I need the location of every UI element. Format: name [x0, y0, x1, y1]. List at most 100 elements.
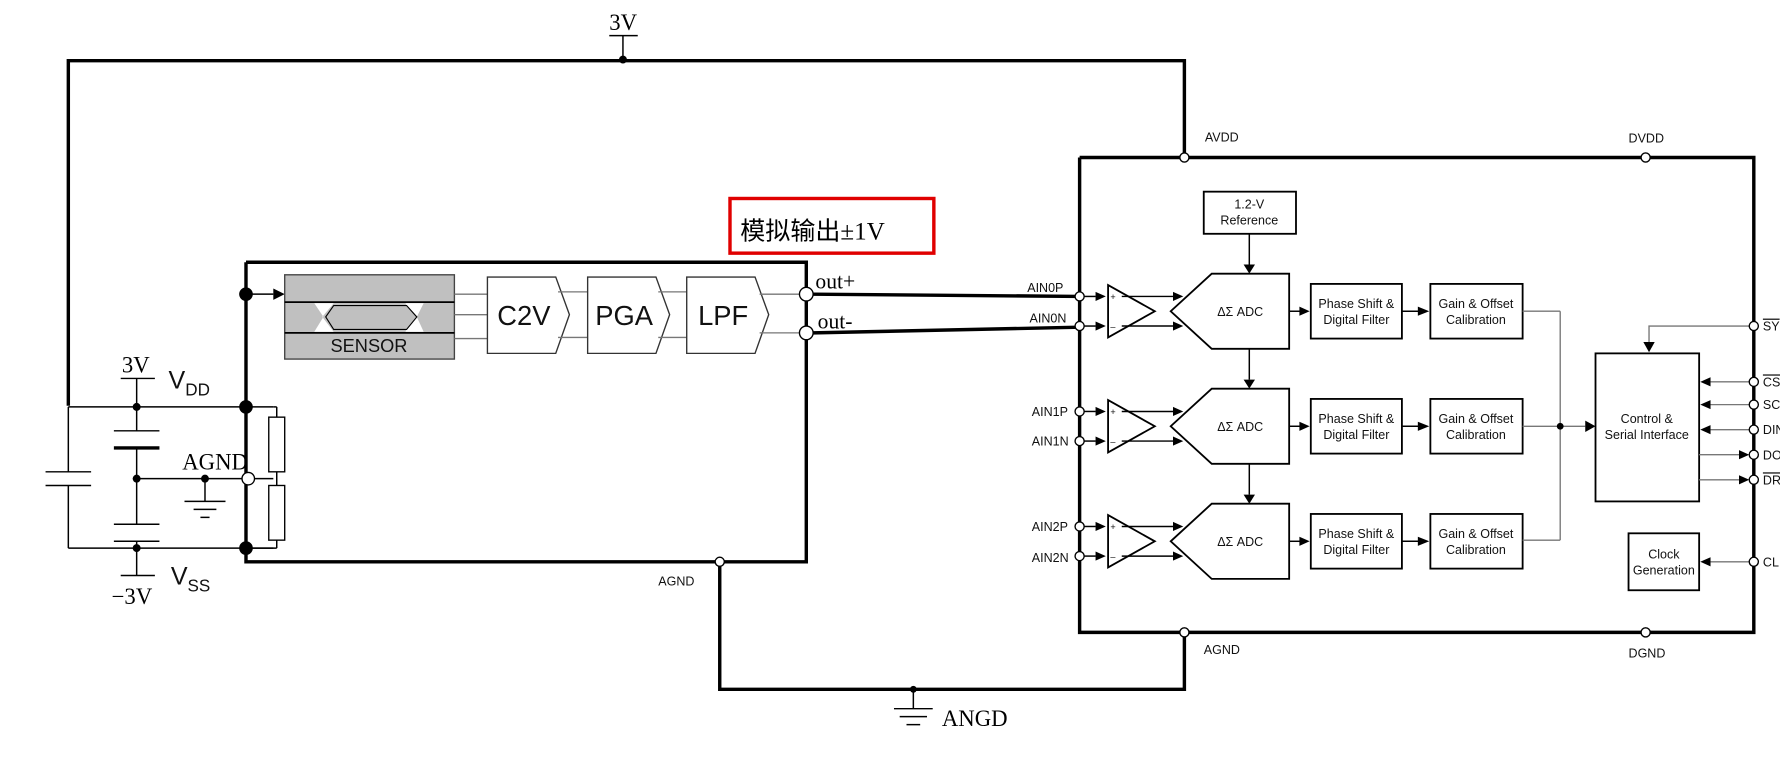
gain-offset-calibration-block [1429, 282, 1524, 340]
out-minus-pin [798, 325, 814, 341]
adc-label: ΔΣ ADC [1217, 535, 1263, 549]
pin-cs: CS [1700, 375, 1780, 389]
control-serial-interface-block: Control & Serial Interface [1594, 352, 1701, 503]
adc-label: ΔΣ ADC [1217, 420, 1263, 434]
pin-label: DIN [1763, 423, 1780, 437]
input-pin-n [1074, 320, 1085, 332]
out-plus-pin [798, 286, 814, 302]
svg-text:–: – [1110, 436, 1116, 446]
adc-channel-2: + – ΔΣ ADC Phase Shift & Digital Filter Gain … [1074, 502, 1524, 580]
input-amplifier [1107, 513, 1157, 570]
out-minus-label: out- [818, 309, 853, 333]
filter-line2: Digital Filter [1323, 313, 1389, 327]
calibration-line1: Gain & Offset [1438, 297, 1513, 311]
svg-text:–: – [1110, 321, 1116, 331]
pin-sc: SC [1700, 398, 1780, 412]
vdd-name-label: VDD [169, 367, 210, 400]
input-amplifier [1107, 283, 1157, 339]
reference-line2: Reference [1220, 214, 1278, 228]
out-plus-label: out+ [815, 269, 855, 293]
lpf-block: LPF [686, 276, 770, 355]
filter-line2: Digital Filter [1323, 543, 1389, 557]
filter-line2: Digital Filter [1323, 428, 1389, 442]
analog-output-text: 模拟输出±1V [740, 217, 885, 245]
ain2n-label: AIN2N [1032, 551, 1069, 565]
pin-label: CS [1763, 375, 1780, 389]
adc-chip: AVDD DVDD AGND DGND 1.2-V Reference AIN0… [1027, 131, 1780, 661]
pin-circle [1748, 474, 1760, 486]
top-3v-label: 3V [609, 10, 637, 35]
pin-label: SC [1763, 398, 1780, 412]
delta-sigma-adc [1169, 502, 1291, 580]
pin-label: SY [1763, 320, 1780, 334]
filter-line1: Phase Shift & [1318, 297, 1394, 311]
ground-loop: ANGD [718, 566, 1187, 731]
ain1n-label: AIN1N [1032, 435, 1069, 449]
filter-line1: Phase Shift & [1318, 527, 1394, 541]
pin-circle [1748, 556, 1760, 568]
pin-circle [1748, 399, 1760, 410]
top-3v-rail: 3V [66, 10, 1187, 406]
input-pin-n [1074, 435, 1085, 447]
control-line2: Serial Interface [1605, 428, 1689, 442]
sensor-module: SENSOR C2V PGA LPF out+ out- [239, 260, 855, 589]
c2v-label: C2V [497, 300, 551, 331]
input-pin-n [1074, 550, 1085, 562]
sensor-element: SENSOR [284, 274, 456, 360]
pga-block: PGA [586, 276, 671, 355]
calibration-line2: Calibration [1446, 543, 1506, 557]
pin-cl: CL [1700, 555, 1779, 569]
resistor-bottom [268, 484, 286, 541]
vdd-voltage-label: 3V [122, 353, 150, 378]
vss-name-label: VSS [171, 563, 211, 596]
ain0p-label: AIN0P [1027, 281, 1063, 295]
svg-text:+: + [1110, 522, 1115, 532]
filter-line1: Phase Shift & [1318, 412, 1394, 426]
lpf-label: LPF [698, 300, 748, 331]
avdd-label: AVDD [1205, 131, 1239, 145]
power-supply-network: 3V VDD AGND −3V VSS [45, 353, 286, 609]
calibration-line2: Calibration [1446, 313, 1506, 327]
input-pin-p [1074, 521, 1085, 532]
control-line1: Control & [1621, 412, 1674, 426]
dvdd-label: DVDD [1629, 132, 1664, 146]
pin-dr: DR [1699, 473, 1780, 487]
phase-shift-digital-filter-block [1309, 513, 1403, 570]
c2v-block: C2V [486, 276, 571, 355]
calibration-line2: Calibration [1446, 428, 1506, 442]
pin-do: DO [1699, 448, 1780, 462]
dgnd-label: DGND [1629, 646, 1666, 660]
pin-din: DIN [1700, 423, 1780, 437]
ain0n-label: AIN0N [1030, 312, 1067, 326]
phase-shift-digital-filter-block [1309, 398, 1403, 455]
svg-text:–: – [1110, 552, 1116, 562]
angd-label: ANGD [942, 706, 1008, 731]
input-amplifier [1107, 398, 1157, 455]
pin-circle [1748, 424, 1760, 435]
delta-sigma-adc [1169, 272, 1291, 350]
vss-voltage-label: −3V [112, 584, 153, 609]
svg-text:+: + [1110, 292, 1115, 302]
clock-line1: Clock [1648, 547, 1680, 561]
ain2p-label: AIN2P [1032, 520, 1068, 534]
gain-offset-calibration-block [1429, 513, 1524, 570]
calibration-line1: Gain & Offset [1438, 412, 1513, 426]
pin-circle [1748, 320, 1760, 332]
input-pin-p [1074, 291, 1085, 302]
wire-out-minus [813, 325, 1080, 335]
analog-output-annotation: 模拟输出±1V [728, 196, 936, 255]
sensor-label: SENSOR [331, 336, 408, 356]
sensor-agnd-pin [714, 556, 725, 568]
reference-block: 1.2-V Reference [1202, 190, 1297, 274]
wire-out-plus [813, 292, 1080, 299]
calibration-line1: Gain & Offset [1438, 527, 1513, 541]
pin-circle [1748, 376, 1760, 388]
pin-label: DR [1763, 473, 1780, 487]
pin-sy: SY [1748, 320, 1780, 334]
pin-label: CL [1763, 555, 1779, 569]
pin-label: DO [1763, 448, 1780, 462]
adc-agnd-label: AGND [1204, 643, 1240, 657]
reference-line1: 1.2-V [1234, 198, 1265, 212]
